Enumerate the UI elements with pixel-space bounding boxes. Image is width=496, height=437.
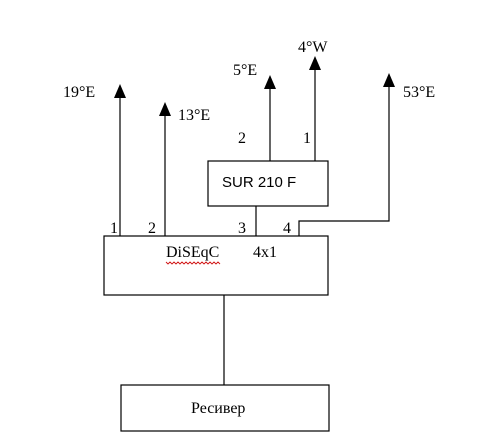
line-53e [298, 85, 390, 236]
label-19e: 19°E [63, 84, 95, 101]
diseqc-port-2-label: 2 [148, 220, 156, 237]
sur-switch-box [207, 160, 329, 207]
arrowhead-4w [309, 56, 321, 70]
arrowhead-53e [383, 73, 395, 87]
diseqc-port-4-label: 4 [283, 220, 291, 237]
label-53e: 53°E [403, 84, 435, 101]
label-13e: 13°E [178, 107, 210, 124]
diseqc-box-suffix: 4x1 [253, 244, 277, 261]
diseqc-switch-box [103, 235, 329, 296]
spellcheck-underline [165, 261, 221, 265]
receiver-box [120, 384, 330, 432]
diseqc-port-1-label: 1 [110, 220, 118, 237]
arrowhead-19e [114, 84, 126, 98]
diseqc-port-3-label: 3 [238, 220, 246, 237]
arrowhead-13e [159, 102, 171, 116]
sur-port-2-label: 2 [238, 130, 246, 147]
diseqc-box-label: DiSEqC [166, 244, 219, 261]
sur-box-label: SUR 210 F [222, 174, 296, 191]
sur-port-1-label: 1 [303, 130, 311, 147]
label-4w: 4°W [298, 39, 328, 56]
arrowhead-5e [264, 75, 276, 89]
receiver-box-label: Ресивер [191, 400, 245, 417]
label-5e: 5°E [233, 62, 257, 79]
